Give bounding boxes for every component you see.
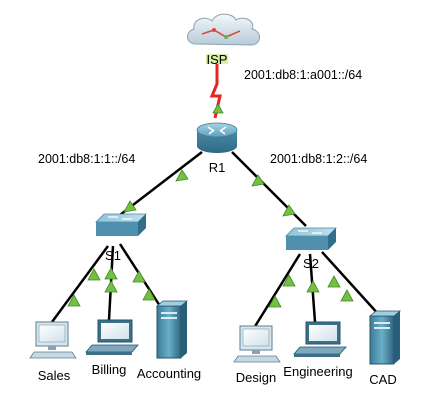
link-up-triangle-icon bbox=[67, 294, 81, 307]
ethernet-link-s1-sales[interactable] bbox=[50, 245, 110, 323]
network-label-s1-link: 2001:db8:1:1::/64 bbox=[38, 152, 135, 166]
link-up-triangle-icon bbox=[212, 103, 224, 114]
link-up-triangle-icon bbox=[340, 289, 354, 302]
engineering-label: Engineering bbox=[283, 364, 352, 379]
link-up-triangle-icon bbox=[282, 274, 296, 287]
s2-label: S2 bbox=[303, 256, 319, 271]
router-icon bbox=[196, 122, 238, 153]
pc-sales[interactable]: Sales bbox=[29, 321, 77, 383]
link-up-triangle-icon bbox=[175, 169, 189, 182]
network-label-isp-link: 2001:db8:1:a001::/64 bbox=[244, 68, 362, 82]
link-up-triangle-icon bbox=[132, 270, 146, 283]
link-up-triangle-icon bbox=[306, 280, 320, 293]
server-cad[interactable]: CAD bbox=[368, 310, 402, 387]
accounting-label: Accounting bbox=[137, 366, 201, 381]
cloud-icon bbox=[187, 13, 260, 64]
router-r1[interactable]: R1 bbox=[196, 122, 238, 175]
design-label: Design bbox=[236, 370, 276, 385]
ethernet-link-s2-cad[interactable] bbox=[321, 251, 381, 317]
desktop-pc-icon bbox=[29, 321, 77, 359]
laptop-icon bbox=[85, 319, 139, 355]
link-status-indicators bbox=[67, 103, 354, 308]
ethernet-link-s2-design[interactable] bbox=[252, 253, 302, 329]
link-up-triangle-icon bbox=[123, 200, 137, 213]
cad-label: CAD bbox=[369, 372, 396, 387]
sales-label: Sales bbox=[38, 368, 71, 383]
switch-s1[interactable]: S1 bbox=[95, 213, 147, 263]
network-label-s2-link: 2001:db8:1:2::/64 bbox=[270, 152, 367, 166]
switch-s2[interactable]: S2 bbox=[285, 227, 337, 271]
s1-label: S1 bbox=[105, 248, 121, 263]
isp-label: ISP bbox=[207, 52, 228, 67]
server-tower-icon bbox=[368, 310, 402, 365]
server-tower-icon bbox=[155, 300, 189, 359]
billing-label: Billing bbox=[92, 362, 127, 377]
link-up-triangle-icon bbox=[104, 280, 118, 293]
switch-icon bbox=[285, 227, 337, 250]
pc-design[interactable]: Design bbox=[233, 325, 281, 385]
desktop-pc-icon bbox=[233, 325, 281, 363]
server-accounting[interactable]: Accounting bbox=[137, 300, 201, 381]
serial-link-isp-r1[interactable] bbox=[209, 64, 222, 119]
link-up-triangle-icon bbox=[327, 275, 341, 288]
links bbox=[50, 64, 381, 329]
laptop-billing[interactable]: Billing bbox=[85, 319, 139, 377]
laptop-engineering[interactable]: Engineering bbox=[283, 321, 353, 379]
link-up-triangle-icon bbox=[251, 174, 265, 187]
link-up-triangle-icon bbox=[87, 268, 101, 281]
r1-label: R1 bbox=[209, 160, 226, 175]
link-up-triangle-icon bbox=[104, 267, 118, 280]
link-up-triangle-icon bbox=[142, 288, 156, 301]
link-up-triangle-icon bbox=[282, 204, 296, 217]
switch-icon bbox=[95, 213, 147, 236]
isp-cloud[interactable]: ISP bbox=[187, 13, 260, 67]
link-up-triangle-icon bbox=[268, 295, 282, 308]
laptop-icon bbox=[293, 321, 347, 357]
